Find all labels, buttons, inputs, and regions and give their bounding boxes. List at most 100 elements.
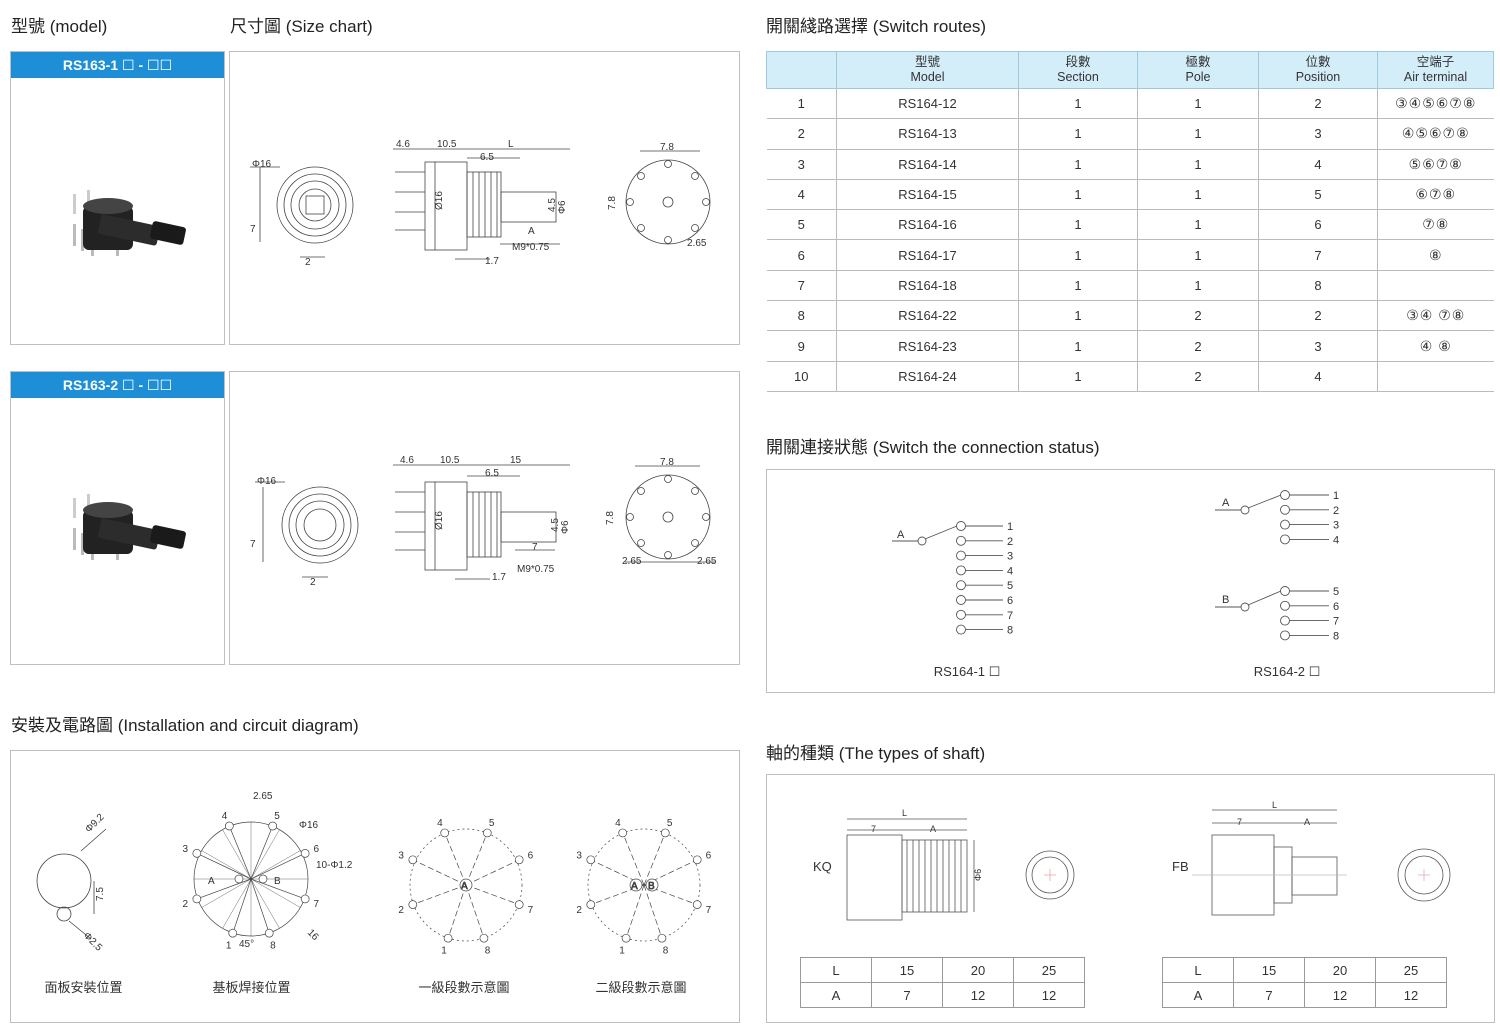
row-air-terminal: ④ ⑧ [1377,330,1494,362]
row-position: 4 [1258,149,1378,180]
row-section: 1 [1018,361,1138,392]
level2-B: B [648,881,655,892]
dim-1-7: 1.7 [492,572,506,583]
row-model: RS164-23 [836,330,1019,362]
dim-2: 2 [305,257,311,268]
terminal-label: 2 [1007,536,1013,548]
row-position: 7 [1258,239,1378,271]
terminal-number: 6 [706,850,712,861]
shaft-fb-7: 7 [1237,817,1242,827]
terminal-number: 3 [576,850,582,861]
row-section: 1 [1018,330,1138,362]
dim-2-65-right: 2.65 [697,556,717,567]
terminal-label: 7 [1007,610,1013,622]
row-pole: 1 [1137,149,1259,180]
terminal-number: 1 [619,946,625,957]
rs164-2-label: RS164-2 ☐ [1253,664,1321,679]
board-A: A [208,876,215,887]
terminal-label: 5 [1333,586,1339,598]
row-pole: 1 [1137,239,1259,271]
dim-phi16: Φ16 [257,476,277,487]
rs164-1-label: RS164-1 ☐ [933,664,1001,679]
dim-2-65: 2.65 [687,238,707,249]
dim-4-6: 4.6 [396,139,410,150]
dim-1-7: 1.7 [485,256,499,267]
terminal-number: 4 [222,811,228,822]
row-section: 1 [1018,239,1138,271]
terminal-number: 1 [441,946,447,957]
row-model: RS164-18 [836,270,1019,302]
terminal-label: 5 [1007,580,1013,592]
installation-diagrams: Φ9.2 7.5 Φ2.5 2.65 Φ16 10-Φ1.2 45° 16 A … [36,791,712,957]
terminal-number: 4 [437,818,443,829]
row-index: 6 [766,239,837,271]
size-drawing-2: Φ16 7 2 4.6 10.5 15 6.5 Ø16 4.5 Φ6 7 M9*… [250,455,717,588]
dim-2-65-left: 2.65 [622,556,642,567]
dim-phi16: Φ16 [252,159,272,170]
model-label-1: RS163-1 ☐ - ☐☐ [11,52,224,78]
switch-routes-title: 開關綫路選擇 (Switch routes) [766,17,987,36]
terminal-number: 7 [706,905,712,916]
terminal-label: 4 [1007,565,1013,577]
shaft-kq-A: A [930,824,936,834]
row-pole: 2 [1137,361,1259,392]
dim-4-6: 4.6 [400,455,414,466]
row-pole: 1 [1137,179,1259,211]
row-model: RS164-14 [836,149,1019,180]
dim-4-5: 4.5 [547,198,558,212]
dim-7: 7 [250,539,256,550]
row-section: 1 [1018,118,1138,150]
shaft-kq-phi6: Φ6 [973,869,983,881]
terminal-number: 2 [182,899,188,910]
dim-phi2-5: Φ2.5 [81,930,105,954]
model-section-title: 型號 (model) [11,17,108,36]
terminal-number: 3 [182,844,188,855]
row-model: RS164-13 [836,118,1019,150]
board-solder-drawing [192,821,310,938]
shaft-fb-A: A [1304,817,1310,827]
dim-phi16: Φ16 [299,820,319,831]
row-position: 3 [1258,118,1378,150]
shaft-fb-L: L [1272,800,1277,810]
row-section: 1 [1018,149,1138,180]
row-index: 3 [766,149,837,180]
dim-7: 7 [250,224,256,235]
row-pole: 2 [1137,300,1259,332]
terminal-label: 4 [1333,534,1339,546]
dim-m9: M9*0.75 [517,564,555,575]
dim-2: 2 [310,577,316,588]
terminal-label: 6 [1333,601,1339,613]
size-drawing-1: Φ16 7 2 4.6 10.5 L 6.5 Ø16 4.5 Φ6 A M9*0… [250,139,711,268]
row-pole: 1 [1137,270,1259,302]
caption-two-level: 二級段數示意圖 [595,980,687,995]
row-position: 2 [1258,300,1378,332]
row-pole: 1 [1137,88,1259,120]
terminal-number: 5 [274,811,280,822]
row-index: 10 [766,361,837,392]
row-air-terminal [1377,270,1494,302]
row-position: 5 [1258,179,1378,211]
model-label-2: RS163-2 ☐ - ☐☐ [11,372,224,398]
level2-A: A [631,881,638,892]
row-model: RS164-15 [836,179,1019,211]
shaft-kq-7: 7 [871,824,876,834]
right-common-b-label: B [1222,594,1229,606]
terminal-number: 8 [485,946,491,957]
terminal-label: 2 [1333,505,1339,517]
dim-hole: 10-Φ1.2 [316,860,353,871]
dim-7-shaft: 7 [532,542,538,553]
dim-10-5: 10.5 [440,455,460,466]
row-air-terminal: ④⑤⑥⑦⑧ [1377,118,1494,150]
dim-box16: 16 [305,927,321,943]
panel-mount-drawing [36,828,107,940]
shaft-kq-label: KQ [813,859,832,874]
